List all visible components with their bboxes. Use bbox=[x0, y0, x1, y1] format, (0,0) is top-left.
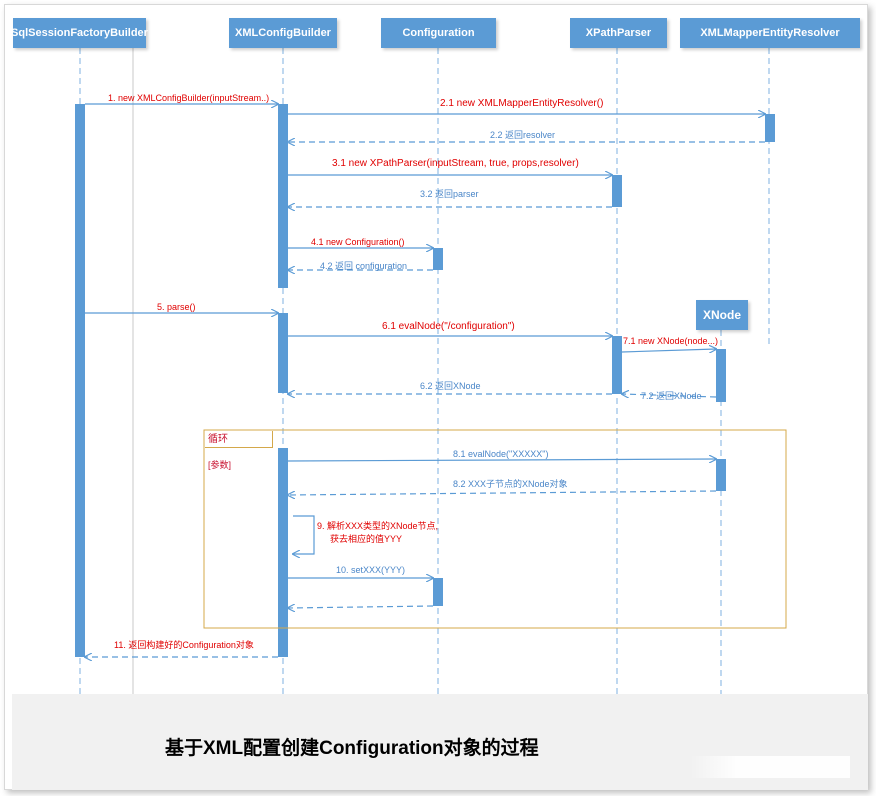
message-7-2: 7.2 返回XNode bbox=[641, 391, 702, 401]
arrow-10-return bbox=[288, 606, 434, 608]
lifeline-header-xnode: XNode bbox=[696, 300, 748, 330]
lifeline-header-xmlconfigbuilder: XMLConfigBuilder bbox=[229, 18, 337, 48]
message-7-1: 7.1 new XNode(node...) bbox=[623, 336, 719, 346]
activation-box bbox=[278, 104, 288, 288]
diagram-caption: 基于XML配置创建Configuration对象的过程 bbox=[165, 738, 539, 759]
message-8-2: 8.2 XXX子节点的XNode对象 bbox=[453, 479, 568, 489]
watermark-fade bbox=[690, 756, 850, 778]
activation-box bbox=[612, 175, 622, 207]
activation-box bbox=[75, 104, 85, 657]
message-4-2: 4.2 返回 configuration bbox=[320, 261, 408, 271]
activation-box bbox=[433, 248, 443, 270]
arrow-7-2 bbox=[622, 394, 717, 397]
arrow-9-self bbox=[293, 515, 315, 554]
message-6-2: 6.2 返回XNode bbox=[420, 381, 481, 391]
message-11: 11. 返回构建好的Configuration对象 bbox=[114, 640, 254, 650]
activation-box bbox=[278, 448, 288, 657]
message-3-2: 3.2 返回parser bbox=[420, 189, 479, 199]
lifeline-header-xpathparser: XPathParser bbox=[570, 18, 667, 48]
lifeline-header-xmlmapperentityresolver: XMLMapperEntityResolver bbox=[680, 18, 860, 48]
message-2-2: 2.2 返回resolver bbox=[490, 130, 556, 140]
arrow-7-1 bbox=[621, 349, 716, 352]
message-8-1: 8.1 evalNode("XXXXX") bbox=[453, 449, 549, 459]
lifeline-header-sqlsessionfactorybuilder: SqlSessionFactoryBuilder bbox=[11, 18, 148, 48]
activation-box bbox=[716, 349, 726, 402]
message-3-1: 3.1 new XPathParser(inputStream, true, p… bbox=[332, 158, 579, 169]
activation-box bbox=[765, 114, 775, 142]
arrow-8-2 bbox=[288, 490, 717, 495]
activation-box bbox=[278, 313, 288, 393]
lifeline-header-configuration: Configuration bbox=[381, 18, 496, 48]
loop-fragment bbox=[203, 429, 787, 629]
message-2-1: 2.1 new XMLMapperEntityResolver() bbox=[440, 98, 604, 109]
message-6-1: 6.1 evalNode("/configuration") bbox=[382, 321, 515, 332]
message-9-line1: 9. 解析XXX类型的XNode节点, bbox=[317, 521, 439, 531]
message-4-1: 4.1 new Configuration() bbox=[311, 237, 405, 247]
message-1: 1. new XMLConfigBuilder(inputStream..) bbox=[108, 93, 270, 103]
message-10: 10. setXXX(YYY) bbox=[336, 565, 406, 575]
message-9-line2: 获去相应的值YYY bbox=[330, 534, 403, 544]
activation-box bbox=[433, 578, 443, 606]
activation-box bbox=[716, 459, 726, 491]
activation-box bbox=[612, 336, 622, 394]
loop-guard: [参数] bbox=[208, 460, 232, 470]
arrow-8-1 bbox=[287, 459, 716, 461]
loop-label: 循环 bbox=[205, 431, 273, 448]
message-5: 5. parse() bbox=[157, 302, 196, 312]
